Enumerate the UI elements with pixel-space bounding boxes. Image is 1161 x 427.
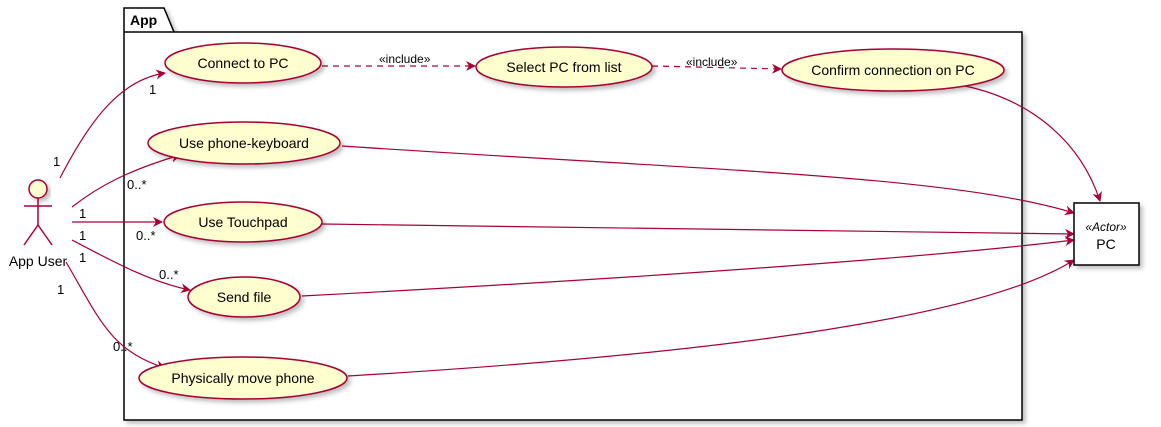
include-label-2: «include» [686, 55, 738, 69]
mult-connect-uc: 1 [149, 82, 156, 97]
assoc-keyboard-pc [341, 145, 1075, 216]
assoc-move-pc [347, 259, 1075, 377]
mult-extra-user: 1 [79, 250, 86, 265]
use-case-select: Select PC from list [475, 46, 653, 88]
use-case-sendfile: Send file [187, 276, 301, 318]
use-case-connect-label: Connect to PC [197, 55, 288, 71]
mult-move-user: 1 [57, 282, 64, 297]
package-app: App [123, 7, 1023, 421]
mult-touchpad-uc: 0..* [136, 228, 156, 243]
package-title: App [130, 12, 157, 28]
use-case-confirm-label: Confirm connection on PC [811, 62, 974, 78]
assoc-touchpad-pc [321, 223, 1075, 239]
mult-connect-user: 1 [53, 154, 60, 169]
use-case-touchpad-label: Use Touchpad [198, 214, 287, 230]
actor-app-user [23, 179, 53, 246]
assoc-user-connect [59, 69, 166, 179]
use-case-keyboard: Use phone-keyboard [147, 121, 341, 165]
connectors [59, 61, 1102, 377]
use-case-touchpad: Use Touchpad [163, 201, 323, 243]
assoc-user-move [65, 261, 166, 370]
use-case-keyboard-label: Use phone-keyboard [179, 135, 309, 151]
use-case-sendfile-label: Send file [217, 289, 272, 305]
use-case-move-label: Physically move phone [171, 370, 314, 386]
assoc-user-sendfile [71, 239, 191, 294]
include-label-1: «include» [379, 52, 431, 66]
use-case-move: Physically move phone [138, 356, 348, 400]
mult-touchpad-user: 1 [79, 206, 86, 221]
actor-app-user-label: App User [9, 253, 68, 269]
assoc-user-keyboard [71, 152, 181, 208]
mult-sendfile-uc: 0..* [159, 267, 179, 282]
actor-pc-stereotype: «Actor» [1085, 220, 1127, 234]
use-case-confirm: Confirm connection on PC [781, 48, 1005, 92]
mult-keyboard-uc: 0..* [127, 177, 147, 192]
mult-move-uc: 0..* [113, 339, 133, 354]
assoc-confirm-pc [964, 85, 1102, 202]
use-case-select-label: Select PC from list [506, 59, 621, 75]
actor-pc: «Actor» PC [1073, 202, 1140, 266]
actor-pc-label: PC [1096, 236, 1115, 252]
assoc-sendfile-pc [301, 236, 1075, 297]
mult-sendfile-user: 1 [79, 228, 86, 243]
use-case-connect: Connect to PC [164, 42, 322, 84]
